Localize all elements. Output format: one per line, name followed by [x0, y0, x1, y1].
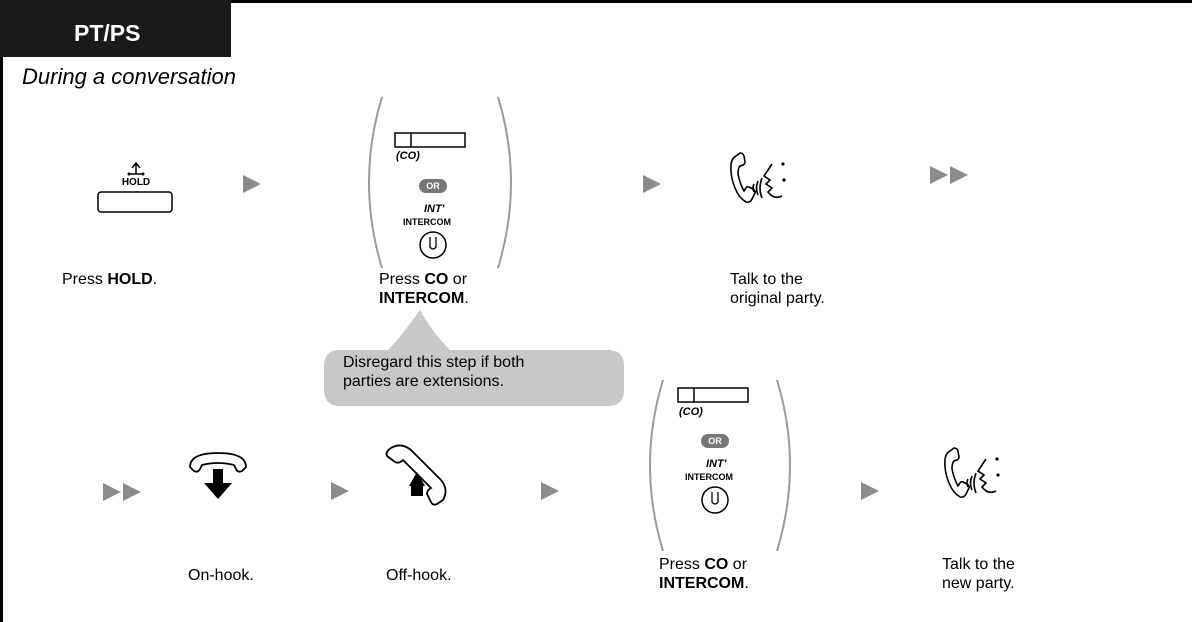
int-label: INT' [424, 203, 445, 215]
note-line: parties are extensions. [343, 373, 504, 390]
caption-line: INTERCOM. [659, 574, 749, 593]
continue-arrow-icon [103, 483, 141, 501]
step-press-co-caption: Press CO or INTERCOM. [659, 555, 749, 593]
on-hook-icon [189, 452, 247, 499]
next-arrow-icon [861, 482, 879, 500]
hold-button-icon [97, 191, 173, 213]
off-hook-icon [385, 444, 447, 506]
hold-key: HOLD [96, 158, 176, 214]
caption-bold: CO [704, 556, 729, 573]
caption-text: . [464, 290, 469, 307]
caption-text: Press [659, 556, 705, 573]
right-paren-icon [497, 96, 512, 269]
continue-arrow-icon [930, 166, 968, 184]
or-badge: OR [419, 179, 447, 193]
frame-top-border [0, 0, 1192, 3]
caption-text: Press [379, 271, 425, 288]
step-on-hook-caption: On-hook. [188, 567, 254, 584]
caption-text: or [728, 556, 748, 573]
next-arrow-icon [643, 175, 661, 193]
note-text: Disregard this step if both parties are … [343, 353, 524, 391]
int-label: INT' [706, 458, 727, 470]
caption-line: Press CO or [379, 270, 469, 289]
caption-line: original party. [730, 290, 825, 307]
intercom-label: INTERCOM [403, 217, 451, 227]
caption-bold: CO [424, 271, 449, 288]
step-talk-new-caption: Talk to the new party. [942, 555, 1015, 593]
caption-line: INTERCOM. [379, 289, 469, 308]
caption-bold: INTERCOM [659, 575, 745, 592]
caption-text: . [744, 575, 749, 592]
hold-arrow-icon [127, 161, 145, 176]
co-button-icon [394, 132, 466, 148]
step-talk-original-caption: Talk to the original party. [730, 270, 825, 308]
co-label: (CO) [396, 150, 420, 162]
caption-bold: HOLD [107, 271, 153, 288]
left-paren-icon [368, 96, 383, 269]
intercom-label: INTERCOM [685, 472, 733, 482]
step-off-hook-caption: Off-hook. [386, 567, 452, 584]
co-label: (CO) [679, 406, 703, 418]
note-bubble-icon [324, 310, 624, 406]
intercom-button-icon [701, 486, 729, 514]
caption-text: . [152, 271, 158, 288]
next-arrow-icon [541, 482, 559, 500]
co-button-icon [677, 387, 749, 403]
right-paren-icon [776, 379, 791, 552]
intercom-button-icon [419, 231, 447, 259]
device-tab-label: PT/PS [74, 20, 141, 46]
or-badge: OR [701, 434, 729, 448]
caption-line: Talk to the [730, 271, 803, 288]
frame-left-border [0, 0, 3, 622]
talk-icon [944, 447, 1000, 498]
hold-key-label: HOLD [121, 177, 151, 188]
condition-subtitle: During a conversation [22, 64, 237, 89]
caption-text: or [448, 271, 468, 288]
caption-bold: INTERCOM [379, 290, 465, 307]
device-tab: PT/PS [0, 0, 231, 57]
next-arrow-icon [243, 175, 261, 193]
caption-line: new party. [942, 575, 1015, 592]
step-hold-caption: Press HOLD. [62, 270, 157, 289]
caption-text: Press [62, 271, 108, 288]
next-arrow-icon [331, 482, 349, 500]
left-paren-icon [649, 379, 664, 552]
caption-line: Talk to the [942, 556, 1015, 573]
step-press-co-caption: Press CO or INTERCOM. [379, 270, 469, 308]
note-line: Disregard this step if both [343, 354, 525, 371]
caption-line: Press CO or [659, 555, 749, 574]
talk-icon [730, 152, 786, 203]
